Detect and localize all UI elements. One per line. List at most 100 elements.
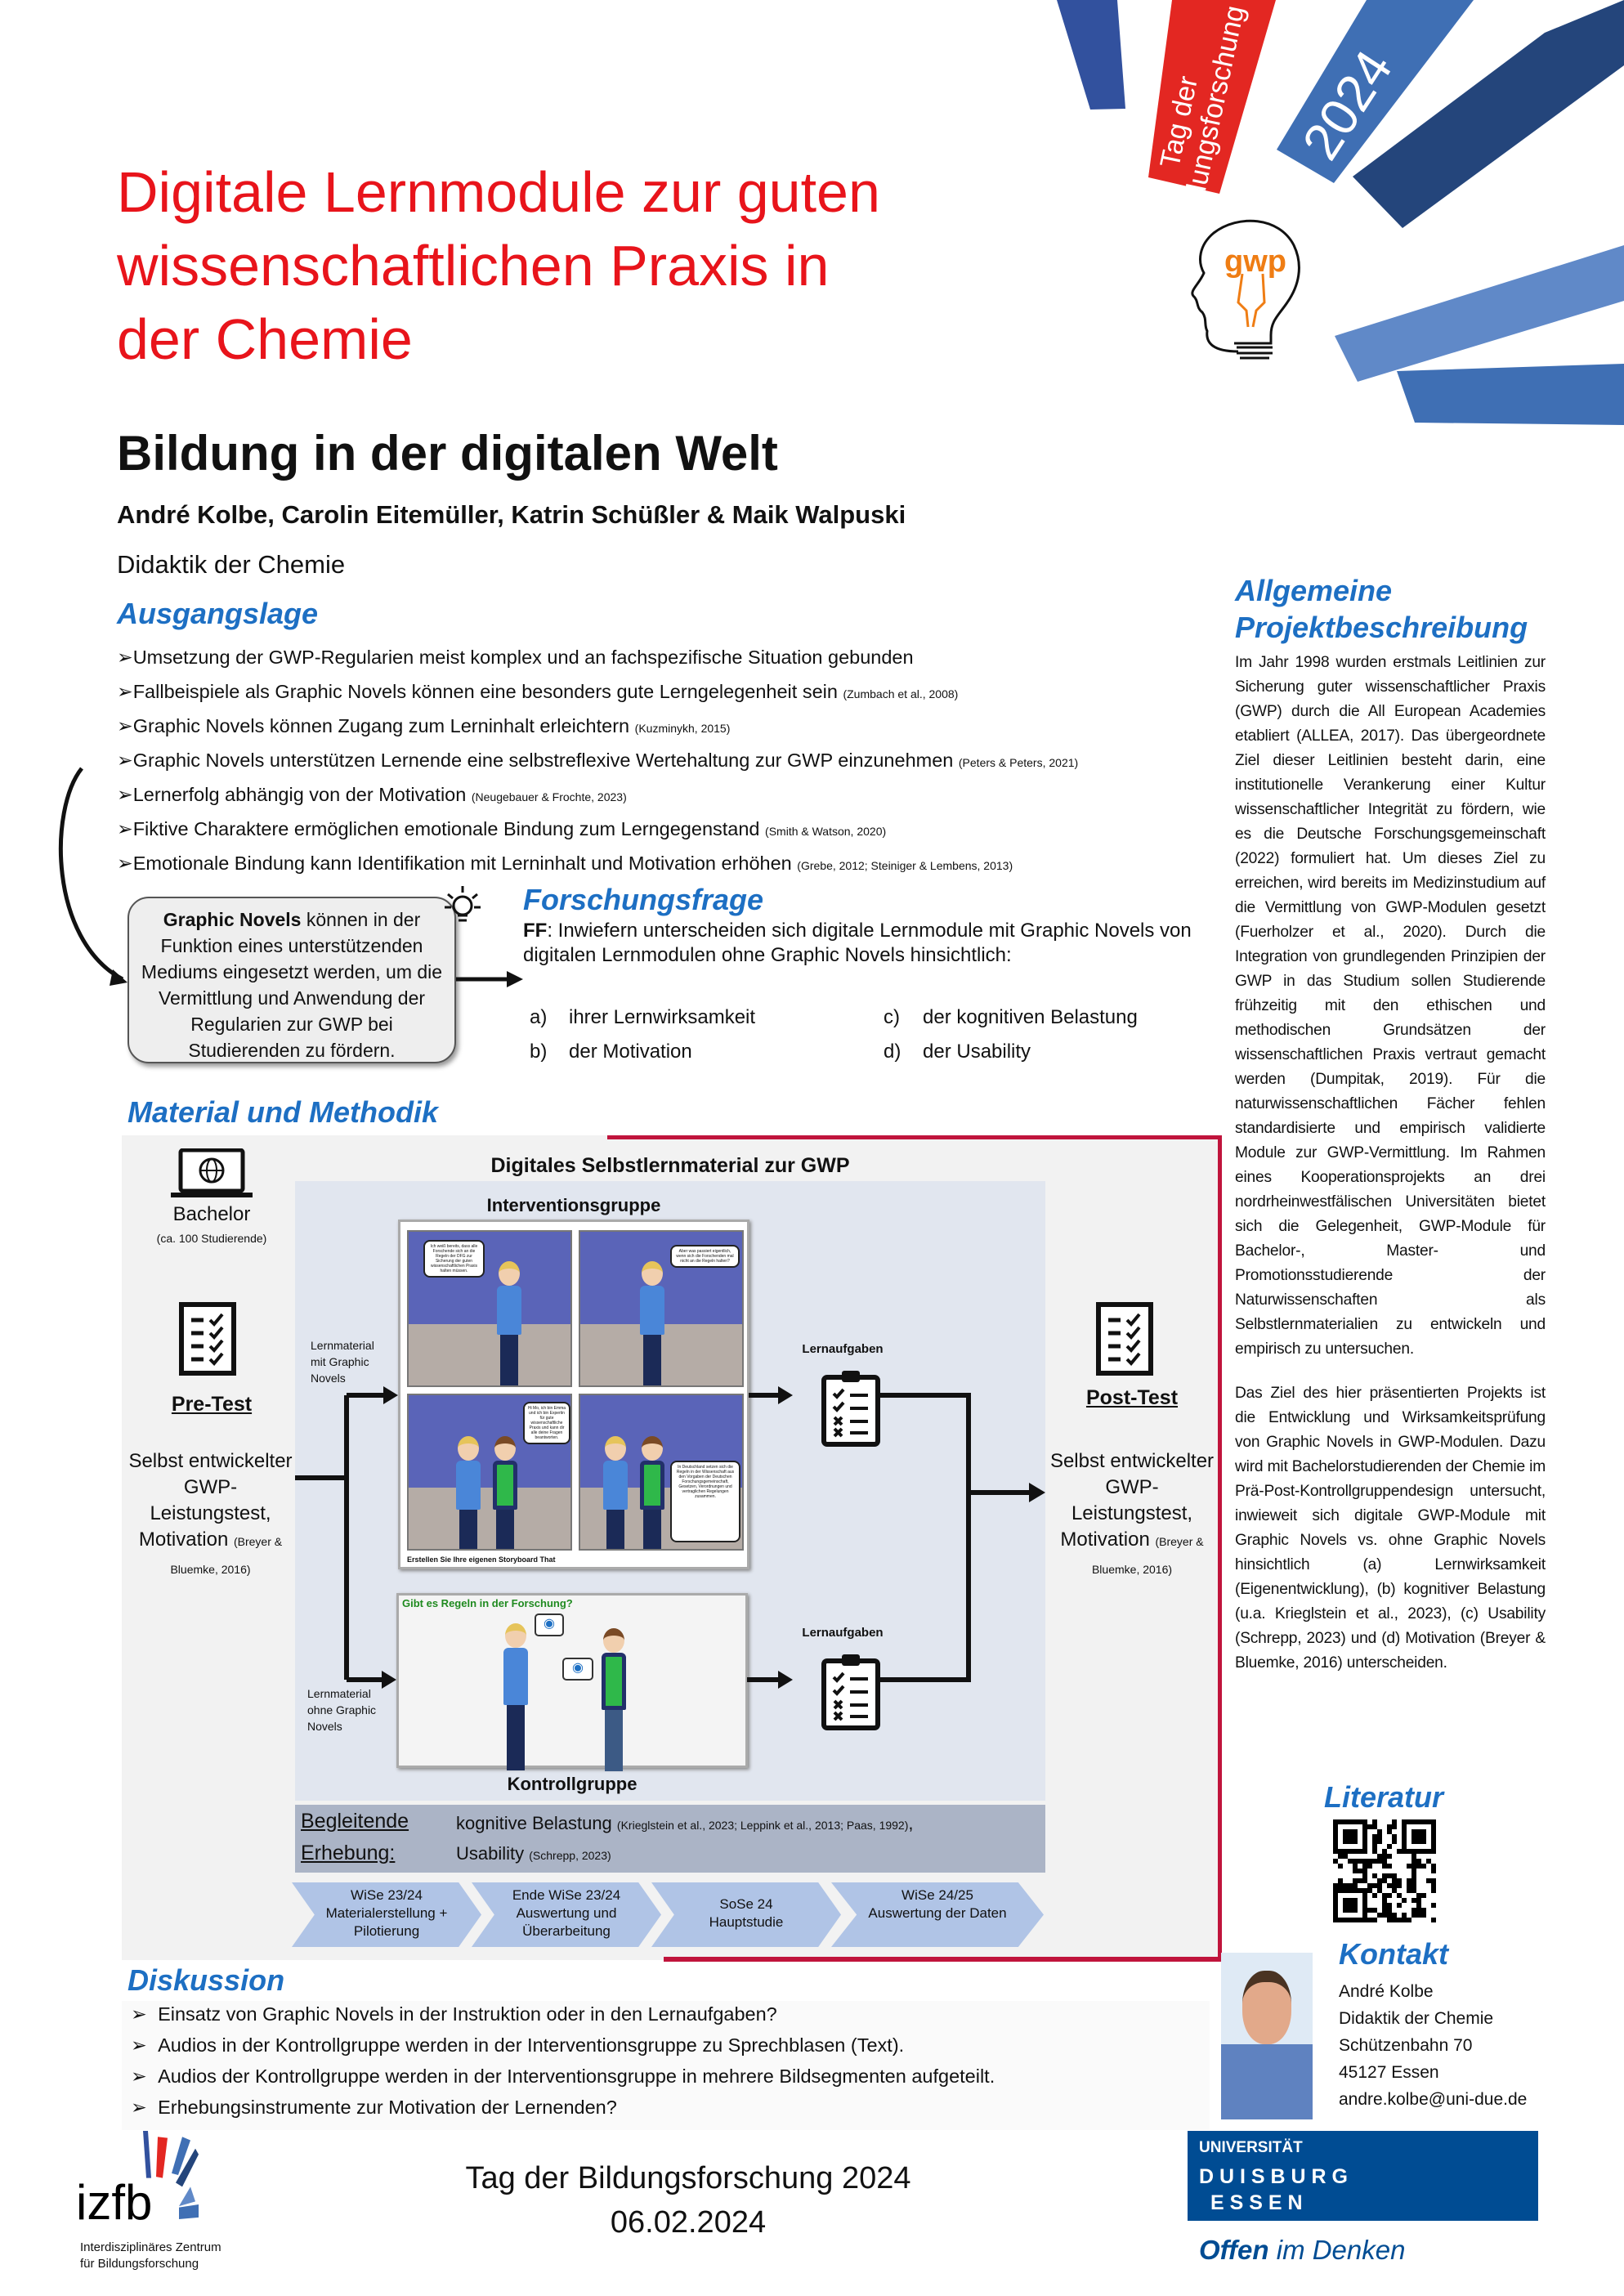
izfb-line: Interdisziplinäres Zentrum — [80, 2240, 221, 2254]
item-text: Fiktive Charaktere ermöglichen emotional… — [132, 818, 760, 839]
contact-email[interactable]: andre.kolbe@uni-due.de — [1339, 2090, 1528, 2109]
timeline-term: Ende WiSe 23/24 — [512, 1887, 621, 1903]
timeline-desc: Hauptstudie — [709, 1914, 784, 1930]
timeline-term: SoSe 24 — [719, 1896, 773, 1912]
rq-text: der kognitiven Belastung — [923, 1006, 1138, 1028]
discussion-item: ➢ Einsatz von Graphic Novels in der Inst… — [131, 2003, 777, 2025]
ausgangslage-item: ➢Umsetzung der GWP-Regularien meist komp… — [117, 646, 914, 669]
diskussion-heading: Diskussion — [128, 1963, 285, 1997]
timeline-desc: Materialerstellung + Pilotierung — [325, 1905, 448, 1939]
rq-item-d: d)der Usability — [884, 1040, 1031, 1064]
character-figure — [603, 1436, 628, 1549]
ude-slogan: Offen im Denken — [1199, 2235, 1405, 2266]
audio-speaker-icon[interactable]: ◉ — [562, 1658, 593, 1681]
speech-bubble: Ich weiß bereits, dass alle Forschende s… — [423, 1240, 485, 1278]
poster-title: Digitale Lernmodule zur guten wissenscha… — [117, 155, 1098, 376]
pretest-label: Pre-Test — [171, 1393, 253, 1416]
rq-item-c: c)der kognitiven Belastung — [884, 1005, 1138, 1030]
izfb-logo: izfb — [76, 2131, 199, 2230]
timeline-step: SoSe 24 Hauptstudie — [651, 1882, 841, 1947]
heading-line: Allgemeine — [1235, 574, 1393, 607]
item-cite: (Grebe, 2012; Steiniger & Lembens, 2013) — [797, 859, 1013, 872]
control-title: Gibt es Regeln in der Forschung? — [402, 1597, 573, 1609]
graphic-novel-storyboard: Ich weiß bereits, dass alle Forschende s… — [398, 1220, 749, 1569]
arrow-bullet-icon: ➢ — [117, 715, 133, 736]
title-line: Digitale Lernmodule zur guten — [117, 160, 880, 224]
pretest-checklist-icon — [179, 1302, 236, 1376]
character-figure — [497, 1261, 521, 1385]
loop-arrow — [58, 767, 128, 986]
sample-label: Bachelor — [172, 1203, 251, 1225]
event-date: 06.02.2024 — [610, 2205, 767, 2240]
banner-stripe-blue — [1057, 0, 1125, 110]
timeline-desc: Auswertung der Daten — [868, 1905, 1007, 1921]
survey-cite: (Schrepp, 2023) — [529, 1849, 611, 1862]
discussion-item: ➢ Audios der Kontrollgruppe werden in de… — [131, 2065, 995, 2088]
arrow-bullet-icon: ➢ — [117, 784, 133, 805]
survey-comma: , — [908, 1813, 914, 1833]
izfb-line: für Bildungsforschung — [80, 2257, 199, 2271]
ausgangslage-item: ➢Lernerfolg abhängig von der Motivation … — [117, 783, 627, 806]
kontakt-heading: Kontakt — [1339, 1937, 1448, 1971]
material-title: Digitales Selbstlernmaterial zur GWP — [490, 1154, 850, 1177]
ude-line: E S S E N — [1210, 2191, 1303, 2214]
research-question: FF: Inwiefern unterscheiden sich digital… — [523, 919, 1218, 968]
rq-item-a: a) ihrer Lernwirksamkeit — [530, 1005, 755, 1030]
task-clipboard-icon — [821, 1654, 880, 1730]
survey-cognitive-load: kognitive Belastung (Krieglstein et al.,… — [456, 1813, 914, 1834]
speech-bubble: In Deutschland setzen sich die Regeln in… — [670, 1461, 740, 1542]
item-cite: (Smith & Watson, 2020) — [765, 825, 887, 838]
arrow-bullet-icon: ➢ — [117, 681, 133, 702]
control-label: Kontrollgruppe — [507, 1774, 638, 1794]
ausgangslage-heading: Ausgangslage — [117, 597, 319, 630]
ausgangslage-item: ➢Emotionale Bindung kann Identifikation … — [117, 852, 1013, 875]
posttest-checklist-icon — [1096, 1302, 1153, 1376]
izfb-name: Interdisziplinäres Zentrum für Bildungsfo… — [80, 2240, 221, 2272]
sample-note: (ca. 100 Studierende) — [156, 1232, 267, 1245]
title-line: wissenschaftlichen Praxis in — [117, 234, 830, 298]
audio-speaker-icon[interactable]: ◉ — [535, 1613, 564, 1636]
item-cite: (Peters & Peters, 2021) — [958, 756, 1079, 769]
comic-panel-1: Ich weiß bereits, dass alle Forschende s… — [407, 1230, 572, 1387]
pretest-cite: (Breyer & Bluemke, 2016) — [170, 1535, 283, 1576]
pretest-desc-text: Selbst entwickelter GWP-Leistungstest, M… — [128, 1450, 293, 1551]
rq-key: b) — [530, 1041, 548, 1063]
survey-cite: (Krieglstein et al., 2023; Leppink et al… — [616, 1819, 909, 1832]
discussion-item: ➢ Erhebungsinstrumente zur Motivation de… — [131, 2096, 617, 2119]
intervention-label: Interventionsgruppe — [486, 1195, 661, 1215]
item-text: Emotionale Bindung kann Identifikation m… — [132, 853, 792, 874]
timeline-term: WiSe 23/24 — [351, 1887, 423, 1903]
contact-city: 45127 Essen — [1339, 2063, 1439, 2082]
projekt-paragraph-1: Im Jahr 1998 wurden erstmals Leitlinien … — [1235, 654, 1546, 1358]
item-text: Graphic Novels unterstützen Lernende ein… — [132, 750, 954, 771]
discussion-text: Audios der Kontrollgruppe werden in der … — [158, 2066, 995, 2087]
authors: André Kolbe, Carolin Eitemüller, Katrin … — [117, 500, 906, 529]
pretest-description: Selbst entwickelter GWP-Leistungstest, M… — [127, 1448, 294, 1582]
event-banner-graphic: Tag der Bildungsforschung 2024 gwp — [1057, 0, 1624, 425]
discussion-text: Audios in der Kontrollgruppe werden in d… — [158, 2034, 905, 2056]
item-cite: (Neugebauer & Frochte, 2023) — [471, 790, 627, 803]
contact-name: André Kolbe — [1339, 1982, 1434, 2001]
title-line: der Chemie — [117, 307, 413, 371]
accompanying-survey-bar: Begleitende Erhebung: kognitive Belastun… — [295, 1805, 1045, 1873]
character-figure — [493, 1436, 517, 1549]
arrow-bullet-icon: ➢ — [131, 2003, 147, 2025]
red-frame-top — [607, 1135, 1222, 1139]
footer-event: Tag der Bildungsforschung 2024 06.02.2024 — [409, 2156, 968, 2245]
literature-qr-code[interactable] — [1333, 1819, 1436, 1922]
character-figure — [503, 1623, 528, 1770]
banner-stripe-year — [1277, 0, 1474, 183]
izfb-wordmark: izfb — [76, 2175, 152, 2230]
red-frame-bottom — [664, 1957, 1222, 1962]
banner-stripe-lower — [1397, 364, 1624, 425]
forschungsfrage-heading: Forschungsfrage — [523, 883, 764, 916]
item-cite: (Zumbach et al., 2008) — [843, 687, 959, 700]
rq-text: ihrer Lernwirksamkeit — [569, 1006, 756, 1028]
rq-key: a) — [530, 1006, 548, 1028]
lightbulb-icon — [445, 886, 481, 922]
event-name: Tag der Bildungsforschung 2024 — [465, 2161, 911, 2195]
comic-panel-3: Hi Mo, ich bin Emma und ich bin Expertin… — [407, 1394, 572, 1551]
